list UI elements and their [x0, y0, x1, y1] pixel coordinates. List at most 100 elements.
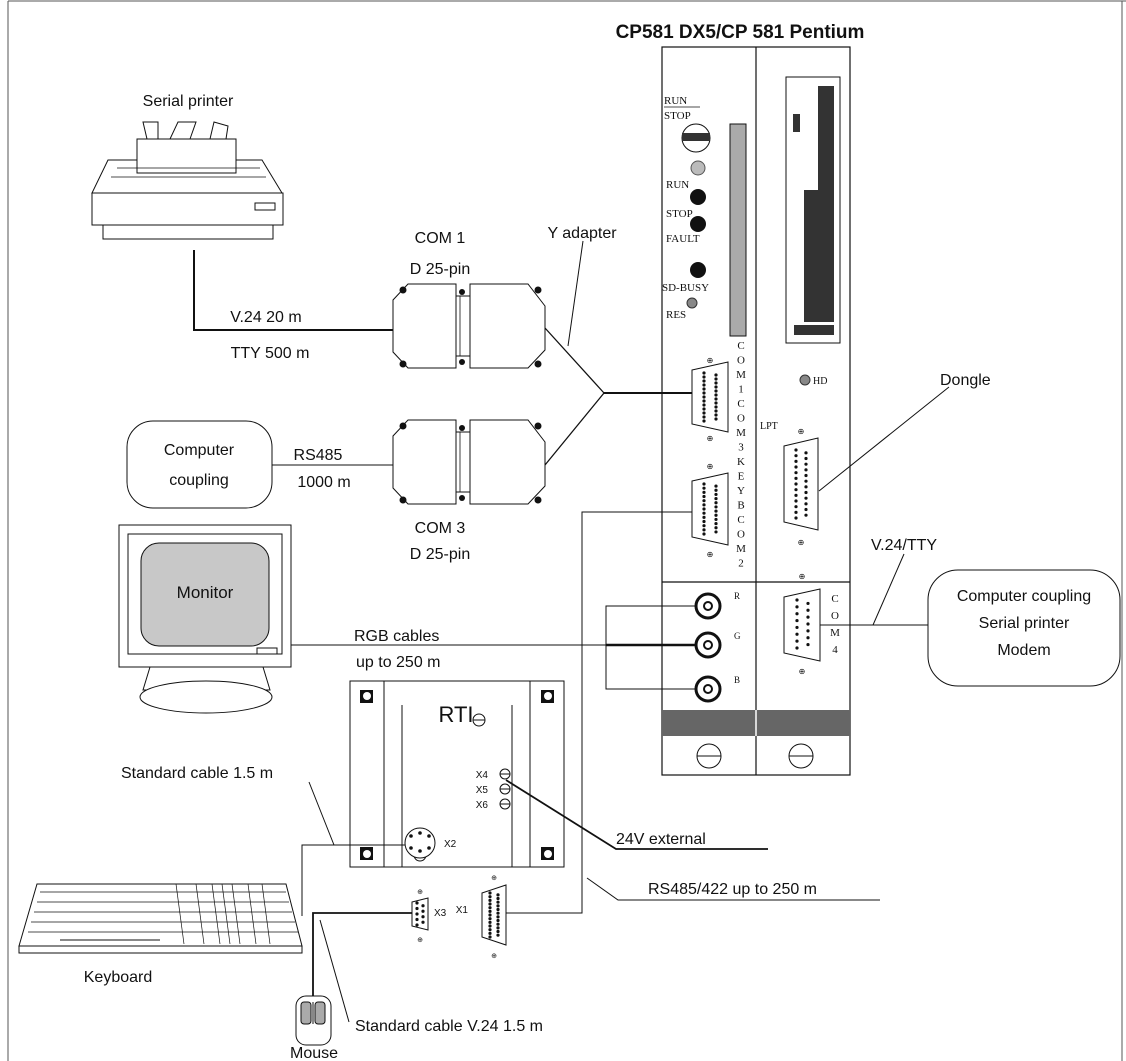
rti-label: RTI: [438, 702, 473, 727]
run-stop-switch: RUN STOP: [664, 95, 711, 153]
serial-printer-label: Serial printer: [143, 93, 234, 110]
keyb-com2-letter: E: [738, 471, 745, 483]
com4-letter: O: [831, 610, 839, 622]
rti-port-x4: X4: [476, 770, 489, 781]
power-label: 24V external: [616, 831, 706, 848]
keyboard-cable: [301, 844, 405, 916]
module-slot: [729, 123, 747, 337]
com13-letter: 3: [738, 442, 744, 454]
keyb-com2-letter: 2: [738, 558, 744, 570]
com1-com3-port: ⊕ ⊕: [691, 356, 729, 443]
svg-text:⊕: ⊕: [707, 462, 714, 471]
com4-letter: 4: [832, 644, 838, 656]
com4-letter: C: [831, 593, 838, 605]
keyb-com2-letter: K: [737, 456, 745, 468]
led-sd-busy-label: SD-BUSY: [662, 282, 709, 294]
lpt-label: LPT: [760, 421, 778, 432]
jack-b-label: B: [734, 675, 740, 685]
jack-g-label: G: [734, 631, 741, 641]
lpt-port: LPT ⊕ ⊕: [760, 421, 819, 547]
drive-area: [785, 76, 841, 344]
rs485-422-label: RS485/422 up to 250 m: [648, 881, 817, 898]
keyb-com2-port: ⊕ ⊕: [691, 462, 729, 559]
serial-printer-right-label: Serial printer: [979, 615, 1070, 632]
svg-text:⊕: ⊕: [417, 937, 423, 944]
com3-pins-label: D 25-pin: [410, 546, 470, 563]
com1-label: COM 1: [415, 230, 466, 247]
rgb-cable-length-label: up to 250 m: [356, 654, 441, 671]
jack-r-label: R: [734, 591, 740, 601]
led-stop: [690, 216, 706, 232]
keyb-com2-letter: Y: [737, 485, 745, 497]
rti-x3-port: ⊕ ⊕: [411, 889, 429, 944]
status-leds: RUN STOP FAULT SD-BUSY RES: [662, 160, 709, 321]
com4-cable-leader: [872, 553, 905, 626]
rti-x2-port: [404, 827, 436, 859]
hd-led: HD: [799, 374, 827, 387]
computer-coupling-box: [126, 420, 273, 509]
stop-switch-label: STOP: [664, 110, 691, 122]
led-indicator: [690, 160, 706, 176]
led-fault: [690, 262, 706, 278]
monitor-label: Monitor: [177, 583, 234, 602]
keyb-com2-letter: O: [737, 529, 745, 541]
keyboard-icon: [18, 883, 303, 954]
diagram-title: CP581 DX5/CP 581 Pentium: [616, 22, 865, 43]
led-stop-label: STOP: [666, 208, 693, 220]
keyboard-label: Keyboard: [84, 969, 153, 986]
led-run-label: RUN: [666, 179, 689, 191]
com13-letter: O: [737, 355, 745, 367]
rs485-length-label: 1000 m: [297, 474, 350, 491]
mouse-icon: [295, 995, 332, 1046]
com3-label: COM 3: [415, 520, 466, 537]
com4-cable-label: V.24/TTY: [871, 537, 937, 554]
y-adapter-cable: [544, 240, 692, 466]
mouse-cable-label: Standard cable V.24 1.5 m: [355, 1018, 543, 1035]
com13-letter: M: [736, 369, 746, 381]
rgb-jacks: R G B: [694, 591, 741, 703]
computer-coupling-label-1: Computer: [164, 442, 235, 459]
run-switch-label: RUN: [664, 95, 687, 107]
svg-text:⊕: ⊕: [799, 572, 806, 581]
rgb-cable-label: RGB cables: [354, 628, 439, 645]
svg-text:⊕: ⊕: [798, 427, 805, 436]
printer-cable-label-2: TTY 500 m: [231, 345, 310, 362]
keyb-com2-letter: B: [737, 500, 744, 512]
com13-letter: M: [736, 427, 746, 439]
dongle-leader: [818, 386, 950, 492]
rti-port-x2-label: X2: [444, 839, 457, 850]
dongle-label: Dongle: [940, 372, 991, 389]
svg-text:⊕: ⊕: [707, 434, 714, 443]
rgb-cables: [291, 605, 697, 690]
mouse-label: Mouse: [290, 1045, 338, 1061]
rs485-label: RS485: [294, 447, 343, 464]
rti-x1-port: ⊕ ⊕: [481, 875, 507, 960]
computer-coupling-right-label: Computer coupling: [957, 588, 1091, 605]
com13-letter: 1: [738, 384, 744, 396]
svg-text:⊕: ⊕: [799, 667, 806, 676]
rti-port-x6: X6: [476, 800, 489, 811]
svg-text:⊕: ⊕: [707, 550, 714, 559]
svg-text:⊕: ⊕: [417, 889, 423, 896]
svg-text:⊕: ⊕: [798, 538, 805, 547]
keyboard-cable-leader: [308, 781, 335, 846]
com13-letter: C: [737, 398, 744, 410]
com1-pins-label: D 25-pin: [410, 261, 470, 278]
reset-label: RES: [666, 309, 686, 321]
computer-coupling-label-2: coupling: [169, 472, 229, 489]
hd-label: HD: [813, 376, 827, 387]
keyb-com2-to-rti-cable: [506, 511, 692, 914]
svg-text:⊕: ⊕: [491, 875, 497, 882]
power-cable: [505, 779, 768, 850]
com4-port: ⊕ ⊕: [783, 572, 821, 676]
monitor-icon: [118, 524, 292, 714]
keyb-com2-letter: C: [737, 514, 744, 526]
com13-letter: O: [737, 413, 745, 425]
rti-port-x5: X5: [476, 785, 489, 796]
com13-letter: C: [737, 340, 744, 352]
